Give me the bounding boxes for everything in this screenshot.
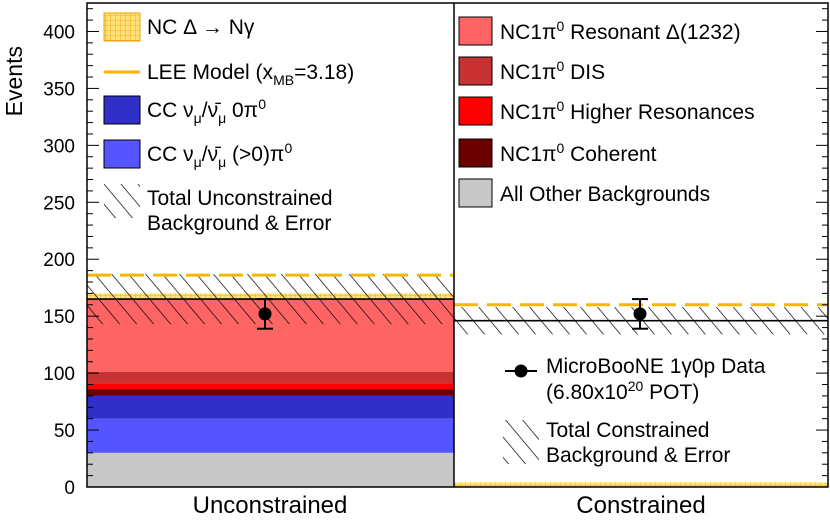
y-tick-label-100: 100 <box>43 364 75 385</box>
legend-label-coh: NC1π0 Coherent <box>500 140 657 166</box>
data-point-0 <box>258 307 272 321</box>
y-tick-label-0: 0 <box>64 478 75 499</box>
y-tick-label-50: 50 <box>54 421 75 442</box>
legend-swatch-other <box>458 178 493 208</box>
y-axis-title: Events <box>1 46 27 116</box>
legend-label-data: MicroBooNE 1γ0p Data(6.80x1020 POT) <box>546 355 766 404</box>
legend-swatch-nc-delta <box>103 12 141 42</box>
legend-label-other: All Other Backgrounds <box>500 183 710 206</box>
bar-0-series-3 <box>87 389 454 396</box>
bar-0-series-0 <box>87 452 454 487</box>
y-tick-label-400: 400 <box>43 22 75 43</box>
y-tick-label-200: 200 <box>43 250 75 271</box>
legend-swatch-res <box>458 16 493 46</box>
bar-0-series-4 <box>87 383 454 390</box>
data-point-1 <box>633 307 647 321</box>
legend-swatch-unc <box>104 184 140 218</box>
legend-label-cc0: CC νμ/ν̄μ 0π0 <box>147 96 266 126</box>
bar-0-series-2 <box>87 395 454 419</box>
legend-label-dis: NC1π0 DIS <box>500 58 605 84</box>
legend-swatch-coh <box>458 138 493 168</box>
legend-label-res: NC1π0 Resonant Δ(1232) <box>500 18 741 44</box>
legend-label-cc1: CC νμ/ν̄μ (>0)π0 <box>147 140 292 170</box>
legend-label-nc-delta: NC Δ → Nγ <box>147 16 255 39</box>
x-category-label-0: Unconstrained <box>193 492 348 519</box>
legend-swatch-con <box>503 420 539 464</box>
y-tick-label-350: 350 <box>43 79 75 100</box>
legend-swatch-data <box>514 364 528 378</box>
legend-label-lee: LEE Model (xMB=3.18) <box>147 61 354 88</box>
y-tick-label-150: 150 <box>43 307 75 328</box>
legend-label-higher: NC1π0 Higher Resonances <box>500 98 755 124</box>
legend-swatch-cc0 <box>103 95 141 125</box>
legend-swatch-dis <box>458 56 493 86</box>
legend-swatch-cc1 <box>103 139 141 169</box>
plot-frame <box>86 2 829 488</box>
y-tick-label-250: 250 <box>43 193 75 214</box>
x-category-label-1: Constrained <box>576 492 705 519</box>
y-tick-label-300: 300 <box>43 136 75 157</box>
bar-0-series-5 <box>87 371 454 384</box>
legend-swatch-higher <box>458 96 493 126</box>
bar-0-series-1 <box>87 418 454 453</box>
bar-1-series-7 <box>454 482 828 487</box>
